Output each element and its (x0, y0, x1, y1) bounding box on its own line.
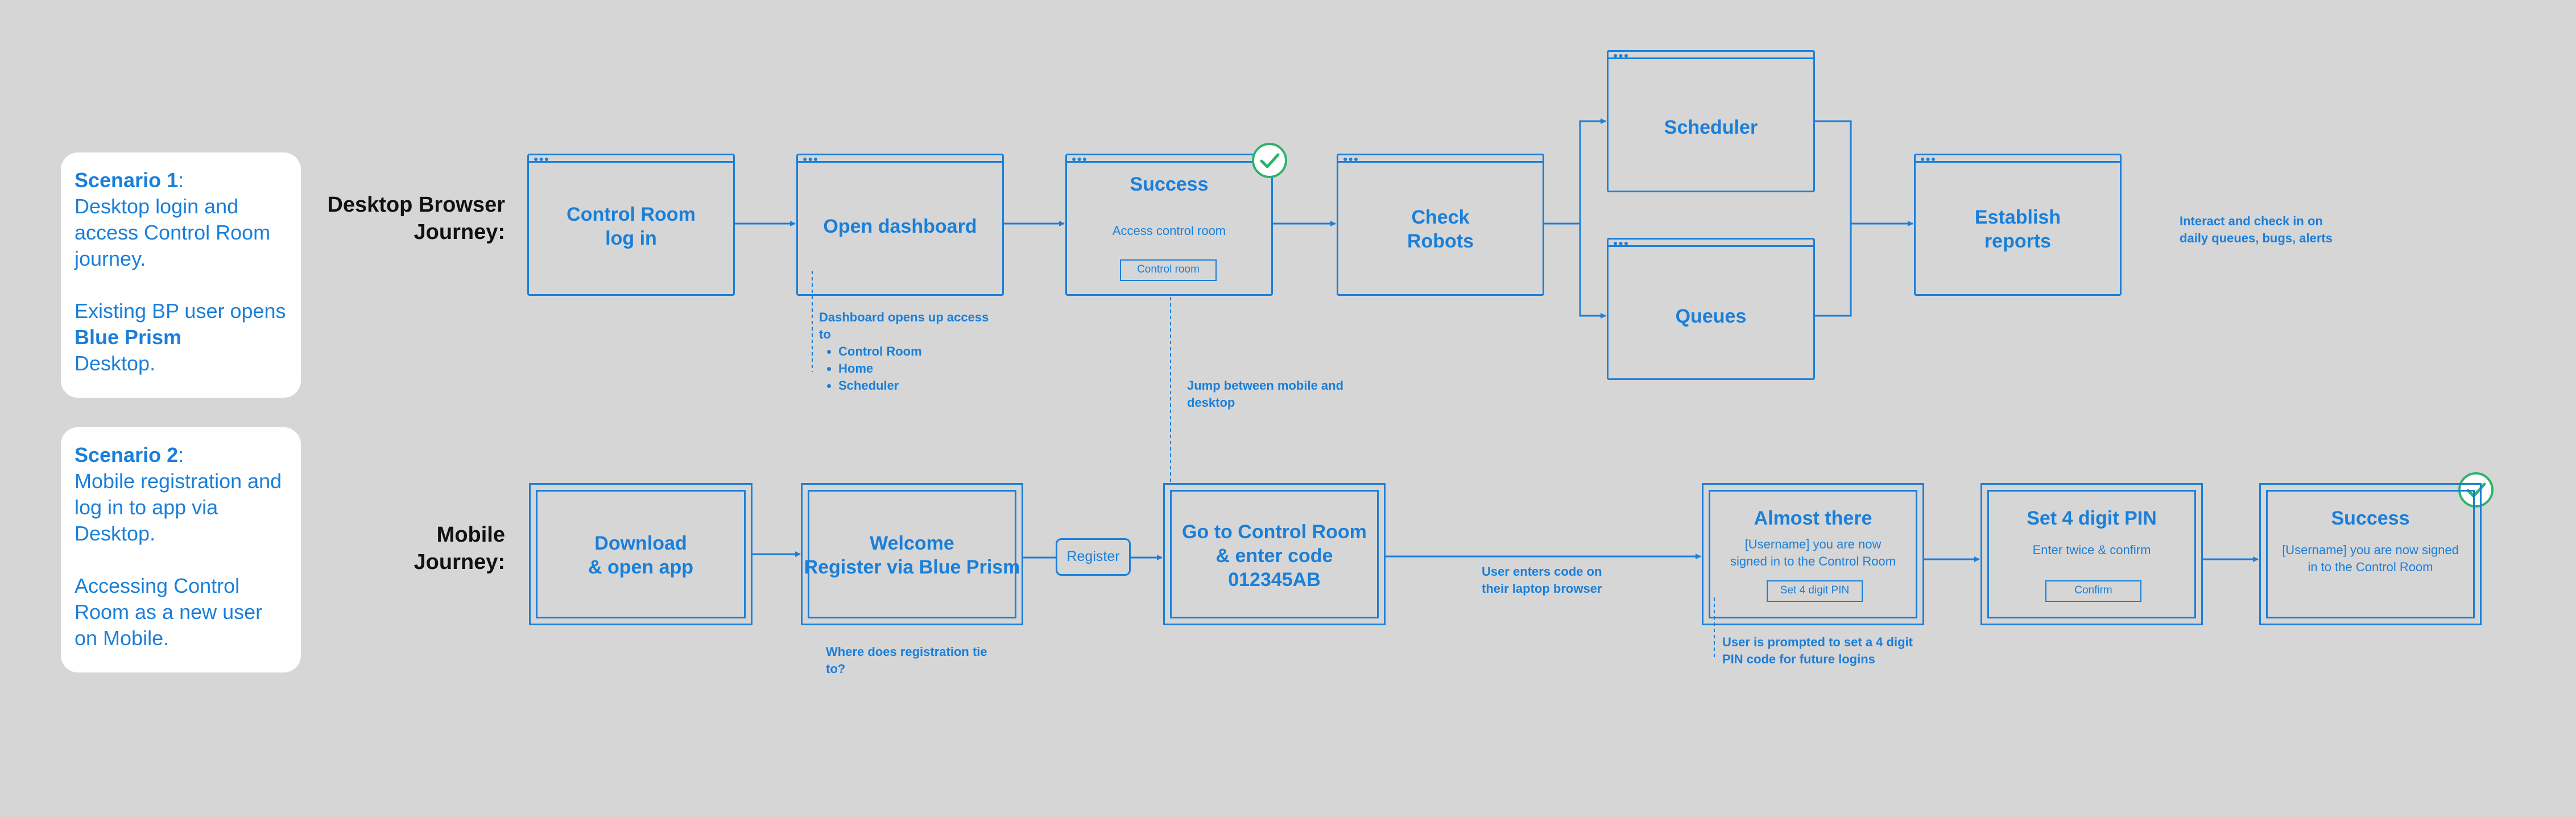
confirm-button[interactable]: Confirm (2045, 580, 2141, 602)
arrow-robots-to-scheduler (1544, 118, 1606, 225)
scenario-2-card: Scenario 2: Mobile registration and log … (61, 427, 301, 672)
connector-scheduler-merge (1815, 120, 1852, 317)
queues-step: ●●● Queues (1607, 238, 1815, 380)
register-button[interactable]: Register (1056, 538, 1131, 576)
download-app-label: Download& open app (588, 533, 694, 578)
download-app-step: Download& open app (529, 483, 752, 625)
window-dots-icon: ●●● (1613, 238, 1630, 247)
desktop-success-title: Success (1130, 174, 1209, 195)
control-room-button[interactable]: Control room (1120, 259, 1217, 281)
scenario-2-detail: Accessing Control Room as a new user on … (75, 574, 263, 650)
set-pin-subtitle: Enter twice & confirm (2032, 543, 2151, 557)
window-dots-icon: ●●● (1613, 51, 1630, 60)
dashboard-note-item: Control Room (838, 343, 1007, 360)
window-dots-icon: ●●● (803, 154, 819, 163)
scenario-1-title: Scenario 1: (75, 168, 184, 192)
window-dots-icon: ●●● (534, 154, 550, 163)
open-dashboard-step: ●●● Open dashboard (796, 154, 1004, 296)
set-pin-step: Set 4 digit PIN Enter twice & confirm Co… (1980, 483, 2203, 625)
dashboard-note-item: Scheduler (838, 377, 1007, 394)
almost-there-title: Almost there (1754, 507, 1872, 529)
set-pin-button[interactable]: Set 4 digit PIN (1767, 580, 1863, 602)
window-dots-icon: ●●● (1343, 154, 1359, 163)
set-pin-title: Set 4 digit PIN (2027, 507, 2157, 529)
check-circle-icon (1252, 143, 1287, 178)
scenario-2-description: Mobile registration and log in to app vi… (75, 469, 282, 545)
desktop-success-step: ●●● Success Access control room Control … (1065, 154, 1273, 296)
window-dots-icon: ●●● (1920, 154, 1937, 163)
scheduler-label: Scheduler (1664, 117, 1758, 138)
open-dashboard-label: Open dashboard (823, 216, 977, 237)
scenario-1-card: Scenario 1: Desktop login and access Con… (61, 152, 301, 398)
queues-label: Queues (1675, 306, 1747, 327)
dashboard-note: Dashboard opens up access to Control Roo… (819, 309, 1007, 394)
mobile-success-title: Success (2331, 507, 2410, 529)
desktop-success-subtitle: Access control room (1112, 224, 1226, 238)
scheduler-step: ●●● Scheduler (1607, 50, 1815, 192)
scenario-1-description: Desktop login and access Control Room jo… (75, 195, 271, 270)
arrow-robots-to-queues (1579, 224, 1606, 319)
dashboard-note-item: Home (838, 360, 1007, 377)
scenario-2-title: Scenario 2: (75, 443, 184, 467)
window-dots-icon: ●●● (1072, 154, 1088, 163)
